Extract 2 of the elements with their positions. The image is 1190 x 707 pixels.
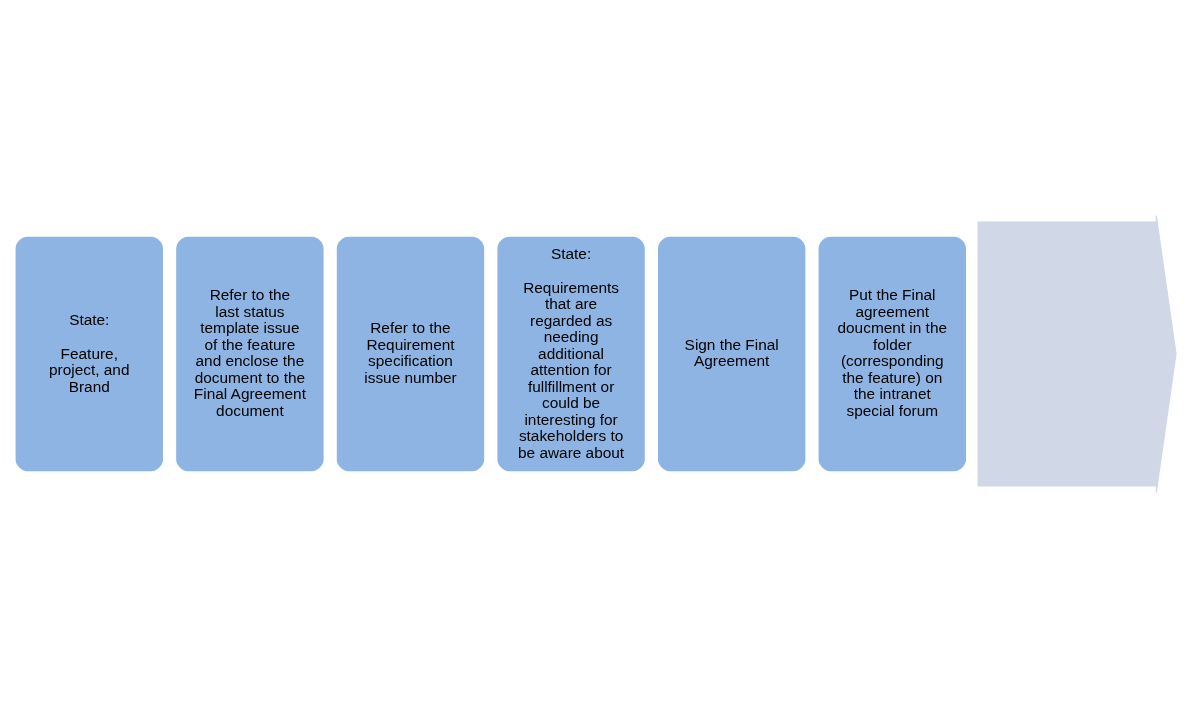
- node-box: Refer to the Requirement specification issue number: [333, 233, 488, 474]
- node-arrow: [977, 214, 1177, 493]
